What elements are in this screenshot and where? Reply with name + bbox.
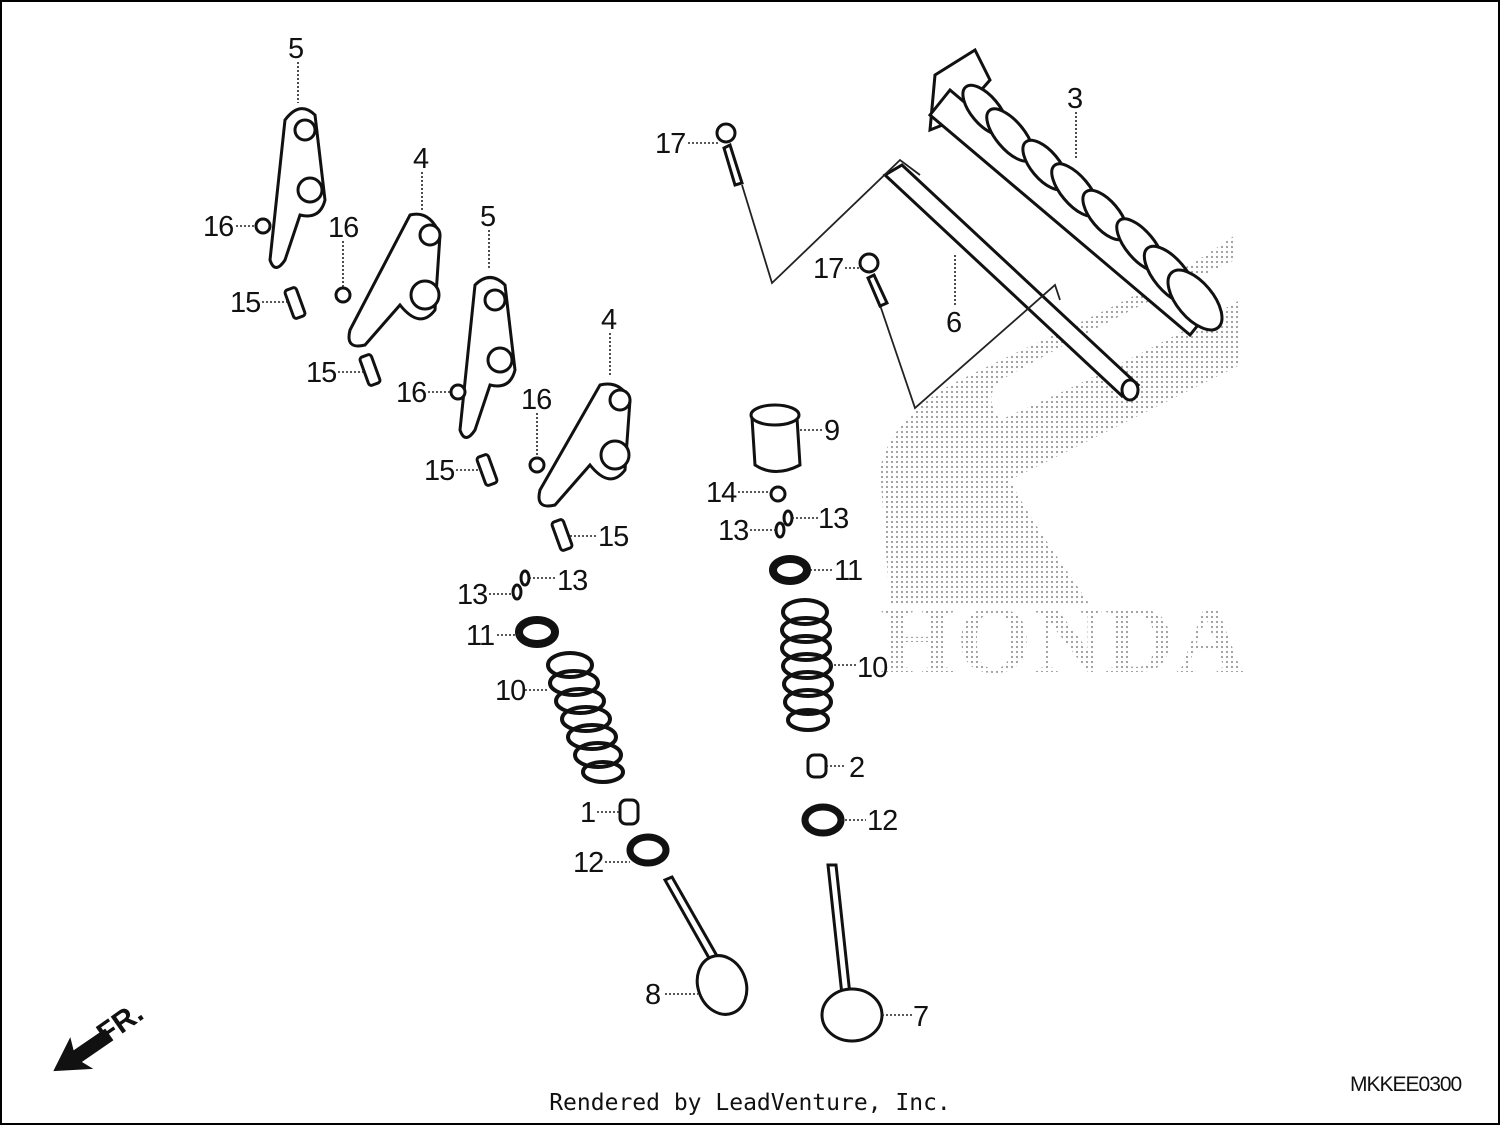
screw-15c [475, 453, 499, 487]
rendered-by-footer: Rendered by LeadVenture, Inc. [549, 1090, 951, 1116]
screw-15a [283, 286, 307, 320]
exhaust-valve-8 [662, 875, 749, 1016]
label-16d: 16 [521, 384, 551, 416]
retainer-11a [515, 616, 559, 648]
part-labels: 5 4 5 4 16 16 16 16 15 15 15 15 17 17 3 … [203, 33, 1083, 1033]
intake-valve-7 [820, 863, 884, 1043]
honda-wing-mark [880, 235, 1240, 605]
label-5b: 5 [480, 201, 495, 233]
leader-lines [236, 62, 1077, 1016]
label-13a: 13 [718, 515, 748, 547]
label-8: 8 [645, 979, 660, 1011]
honda-watermark: HONDA [880, 235, 1247, 693]
bolt-17a [715, 122, 744, 187]
label-12a: 12 [573, 847, 603, 879]
label-14: 14 [706, 477, 737, 509]
label-10b: 10 [857, 652, 887, 684]
nut-16c [449, 383, 467, 401]
nut-16d [528, 456, 546, 474]
label-6: 6 [946, 307, 961, 339]
label-16c: 16 [396, 377, 426, 409]
rocker-shaft [882, 163, 1141, 402]
label-3: 3 [1067, 83, 1082, 115]
stem-seal-1 [618, 798, 640, 826]
shim-14 [769, 485, 787, 503]
label-16a: 16 [203, 211, 233, 243]
label-4b: 4 [601, 304, 617, 336]
bolt-17b [858, 252, 890, 308]
rocker-arm-4a [347, 212, 442, 348]
rocker-arm-5a [268, 107, 327, 269]
label-15a: 15 [230, 287, 260, 319]
label-17a: 17 [655, 128, 685, 160]
nut-16b [334, 286, 352, 304]
honda-watermark-text: HONDA [880, 586, 1247, 693]
nut-16a [254, 217, 272, 235]
spring-seat-12b [801, 803, 845, 837]
screw-15b [358, 353, 382, 387]
diagram-code: MKKEE0300 [1350, 1073, 1462, 1096]
label-9: 9 [824, 415, 839, 447]
label-17b: 17 [813, 253, 843, 285]
label-11a: 11 [466, 620, 494, 652]
label-13b: 13 [818, 503, 848, 535]
label-13c: 13 [457, 579, 487, 611]
camshaft [927, 47, 1224, 338]
label-15b: 15 [306, 357, 336, 389]
stem-seal-2 [806, 753, 828, 779]
front-direction-arrow-icon: FR. [53, 996, 150, 1072]
label-2: 2 [849, 752, 864, 784]
label-4a: 4 [413, 143, 429, 175]
bolt-callout-17b [879, 283, 1061, 410]
label-15c: 15 [424, 455, 454, 487]
screw-15d [550, 518, 574, 552]
spring-seat-12a [626, 833, 670, 867]
valve-lifter-9 [749, 403, 802, 473]
bolt-callout-17a [741, 158, 921, 285]
valve-spring-10a [546, 651, 625, 784]
valve-spring-10b [780, 598, 834, 732]
cotter-13a [774, 521, 786, 539]
label-1: 1 [580, 797, 595, 829]
cotter-13c [511, 583, 523, 601]
label-7: 7 [913, 1001, 928, 1033]
label-10a: 10 [495, 675, 525, 707]
label-15d: 15 [598, 521, 628, 553]
label-12b: 12 [867, 805, 897, 837]
rocker-arm-4b [537, 382, 632, 508]
label-11b: 11 [834, 555, 862, 587]
cotter-13d [519, 569, 531, 587]
label-13d: 13 [557, 565, 587, 597]
cotter-13b [782, 509, 794, 527]
rocker-arm-5b [458, 276, 517, 439]
label-16b: 16 [328, 212, 358, 244]
label-5a: 5 [288, 33, 303, 65]
retainer-11b [769, 555, 811, 585]
